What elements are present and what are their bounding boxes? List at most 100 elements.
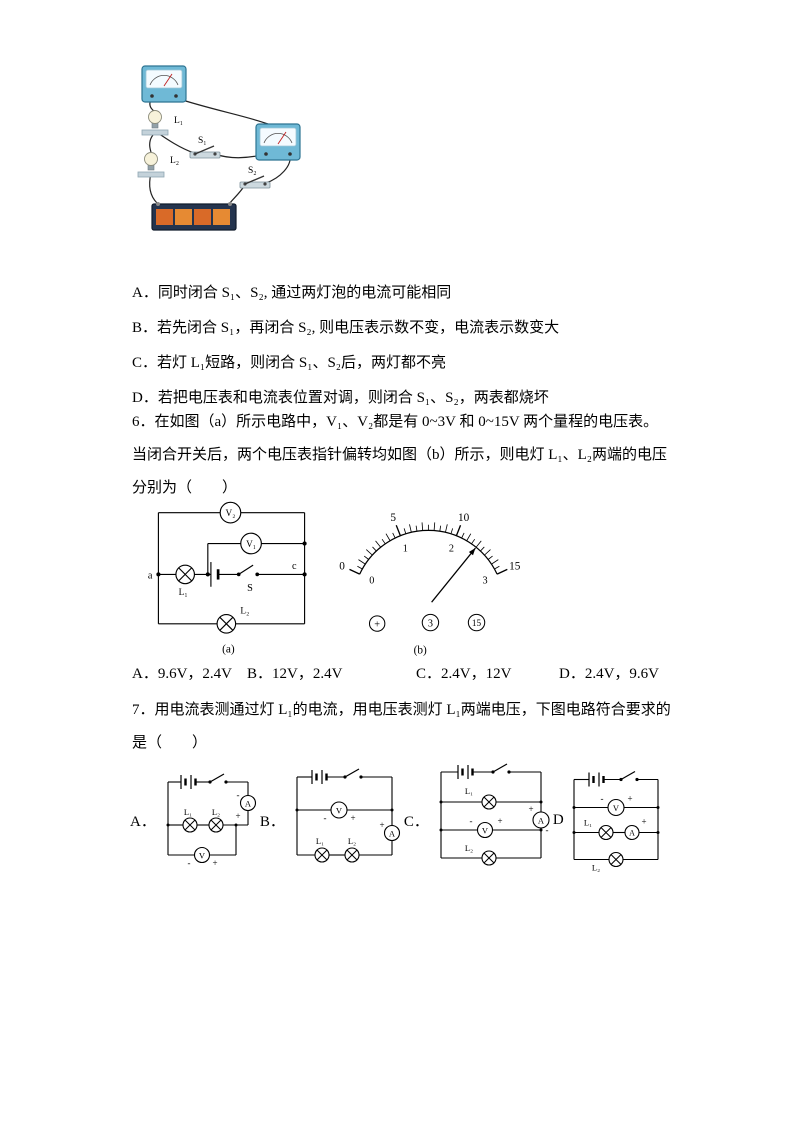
q6-option-c: C．2.4V，12V [416, 666, 512, 682]
lamp-l1-icon [182, 817, 198, 833]
lamp-l1-label: L₁ [316, 836, 324, 846]
switch-icon [618, 770, 639, 782]
plus-label: + [627, 794, 632, 804]
plus-terminal-symbol: + [368, 615, 386, 632]
battery-symbol [587, 771, 605, 788]
plus-label: + [528, 804, 533, 814]
lamp-l2-label: L₂ [348, 836, 356, 846]
voltmeter-label: V [482, 826, 489, 836]
lamp-l2-icon [344, 847, 360, 863]
battery-symbol [310, 768, 328, 786]
question6-figure-a: V₂ V₁ a [148, 501, 307, 656]
q7-label-c: C． [403, 813, 429, 830]
switch-s2-label: S₂ [248, 166, 257, 176]
minus-label: - [187, 858, 190, 868]
lamp-l1-label: L₁ [174, 116, 183, 126]
q7-label-b: B． [259, 813, 285, 830]
range-15-symbol: 15 [467, 613, 486, 632]
lamp-l2-icon [481, 850, 497, 866]
svg-text:+: + [374, 619, 380, 630]
figure-a-caption: (a) [222, 644, 235, 656]
svg-text:5: 5 [390, 512, 396, 524]
q7-label-a: A． [130, 813, 156, 830]
switch-s1-icon [189, 145, 221, 159]
minus-label: - [236, 790, 239, 800]
lamp-l2-label: L₂ [465, 843, 473, 853]
svg-text:3: 3 [428, 618, 433, 629]
panel-meter-2-icon [255, 123, 301, 161]
switch-icon [207, 773, 229, 785]
node-c-label: c [292, 561, 297, 572]
lamp-l1-icon [598, 824, 614, 841]
voltmeter-v1-label: V₁ [246, 540, 256, 550]
ammeter-label: A [389, 829, 396, 839]
battery-symbol [179, 773, 197, 791]
switch-s-icon [236, 564, 260, 577]
q7-label-d: D [552, 811, 564, 828]
question7-stem: 7．用电流表测通过灯 L₁的电流，用电压表测灯 L₁两端电压，下图电路符合要求的… [132, 702, 671, 751]
switch-s1-label: S₁ [198, 136, 207, 146]
voltmeter-label: V [199, 851, 206, 861]
switch-icon [490, 763, 512, 775]
q6-option-a: A．9.6V，2.4V [132, 666, 232, 682]
svg-text:0: 0 [369, 575, 374, 586]
q5-option-b: B．若先闭合 S₁，再闭合 S₂, 则电压表示数不变，电流表示数变大 [132, 320, 560, 336]
lamp-l2-icon [608, 851, 624, 868]
lamp-l2-icon [137, 152, 165, 178]
minus-label: - [600, 794, 603, 804]
question6-stem: 6．在如图（a）所示电路中，V₁、V₂都是有 0~3V 和 0~15V 两个量程… [132, 414, 668, 496]
lamp-l2-label: L₂ [240, 607, 249, 617]
switch-s-label: S [247, 583, 253, 594]
range-3-symbol: 3 [421, 613, 440, 632]
battery-symbol [210, 562, 220, 587]
lamp-l2-label: L₂ [592, 863, 600, 873]
plus-label: + [497, 816, 502, 826]
switch-icon [342, 768, 364, 780]
minus-label: - [323, 813, 326, 823]
svg-text:10: 10 [458, 512, 470, 524]
voltmeter-v2-icon [219, 501, 242, 524]
ammeter-label: A [245, 799, 252, 809]
lamp-l1-label: L₁ [465, 786, 473, 796]
plus-label: + [641, 817, 646, 827]
lamp-l1-label: L₁ [584, 818, 592, 828]
lamp-l2-label: L₂ [212, 807, 220, 817]
node-a-label: a [148, 571, 153, 582]
svg-text:1: 1 [403, 544, 408, 555]
lamp-l1-icon [141, 110, 169, 136]
switch-s2-icon [239, 175, 271, 189]
voltmeter-v2-label: V₂ [226, 509, 236, 519]
svg-text:0: 0 [339, 560, 345, 572]
circuit-option-d: V - + A L₁ + L₂ [572, 770, 660, 873]
lamp-l1-icon [314, 847, 330, 863]
minus-label: - [545, 825, 548, 835]
ammeter-label: A [629, 829, 635, 838]
voltmeter-label: V [336, 806, 343, 816]
q5-option-a: A．同时闭合 S₁、S₂, 通过两灯泡的电流可能相同 [132, 285, 452, 301]
q6-option-d: D．2.4V，9.6V [559, 666, 659, 682]
lamp-l2-icon [208, 817, 224, 833]
lamp-l1-label: L₁ [179, 588, 188, 598]
figure-b-caption: (b) [414, 644, 427, 656]
lamp-l1-icon [481, 794, 497, 810]
svg-text:2: 2 [449, 544, 454, 555]
panel-meter-1-icon [141, 65, 187, 103]
circuit-option-b: A + V - + L₁ L₂ [295, 768, 400, 863]
plus-label: + [235, 811, 240, 821]
plus-label: + [212, 858, 217, 868]
svg-text:3: 3 [482, 575, 487, 586]
q5-option-d: D．若把电压表和电流表位置对调，则闭合 S₁、S₂，两表都烧坏 [132, 390, 549, 406]
question5-options: A．同时闭合 S₁、S₂, 通过两灯泡的电流可能相同 B．若先闭合 S₁，再闭合… [132, 276, 762, 416]
plus-label: + [379, 820, 384, 830]
voltmeter-v1-icon [240, 532, 262, 555]
battery-pack-icon [151, 202, 237, 231]
svg-text:15: 15 [472, 618, 482, 628]
question5-circuit-photo: L₁ L₂ S₁ S₂ [137, 65, 301, 231]
lamp-l2-label: L₂ [170, 156, 179, 166]
question7-circuits: A． A - + L₁ L₂ V - [128, 750, 792, 890]
battery-symbol [456, 763, 474, 781]
voltmeter-label: V [613, 803, 620, 813]
